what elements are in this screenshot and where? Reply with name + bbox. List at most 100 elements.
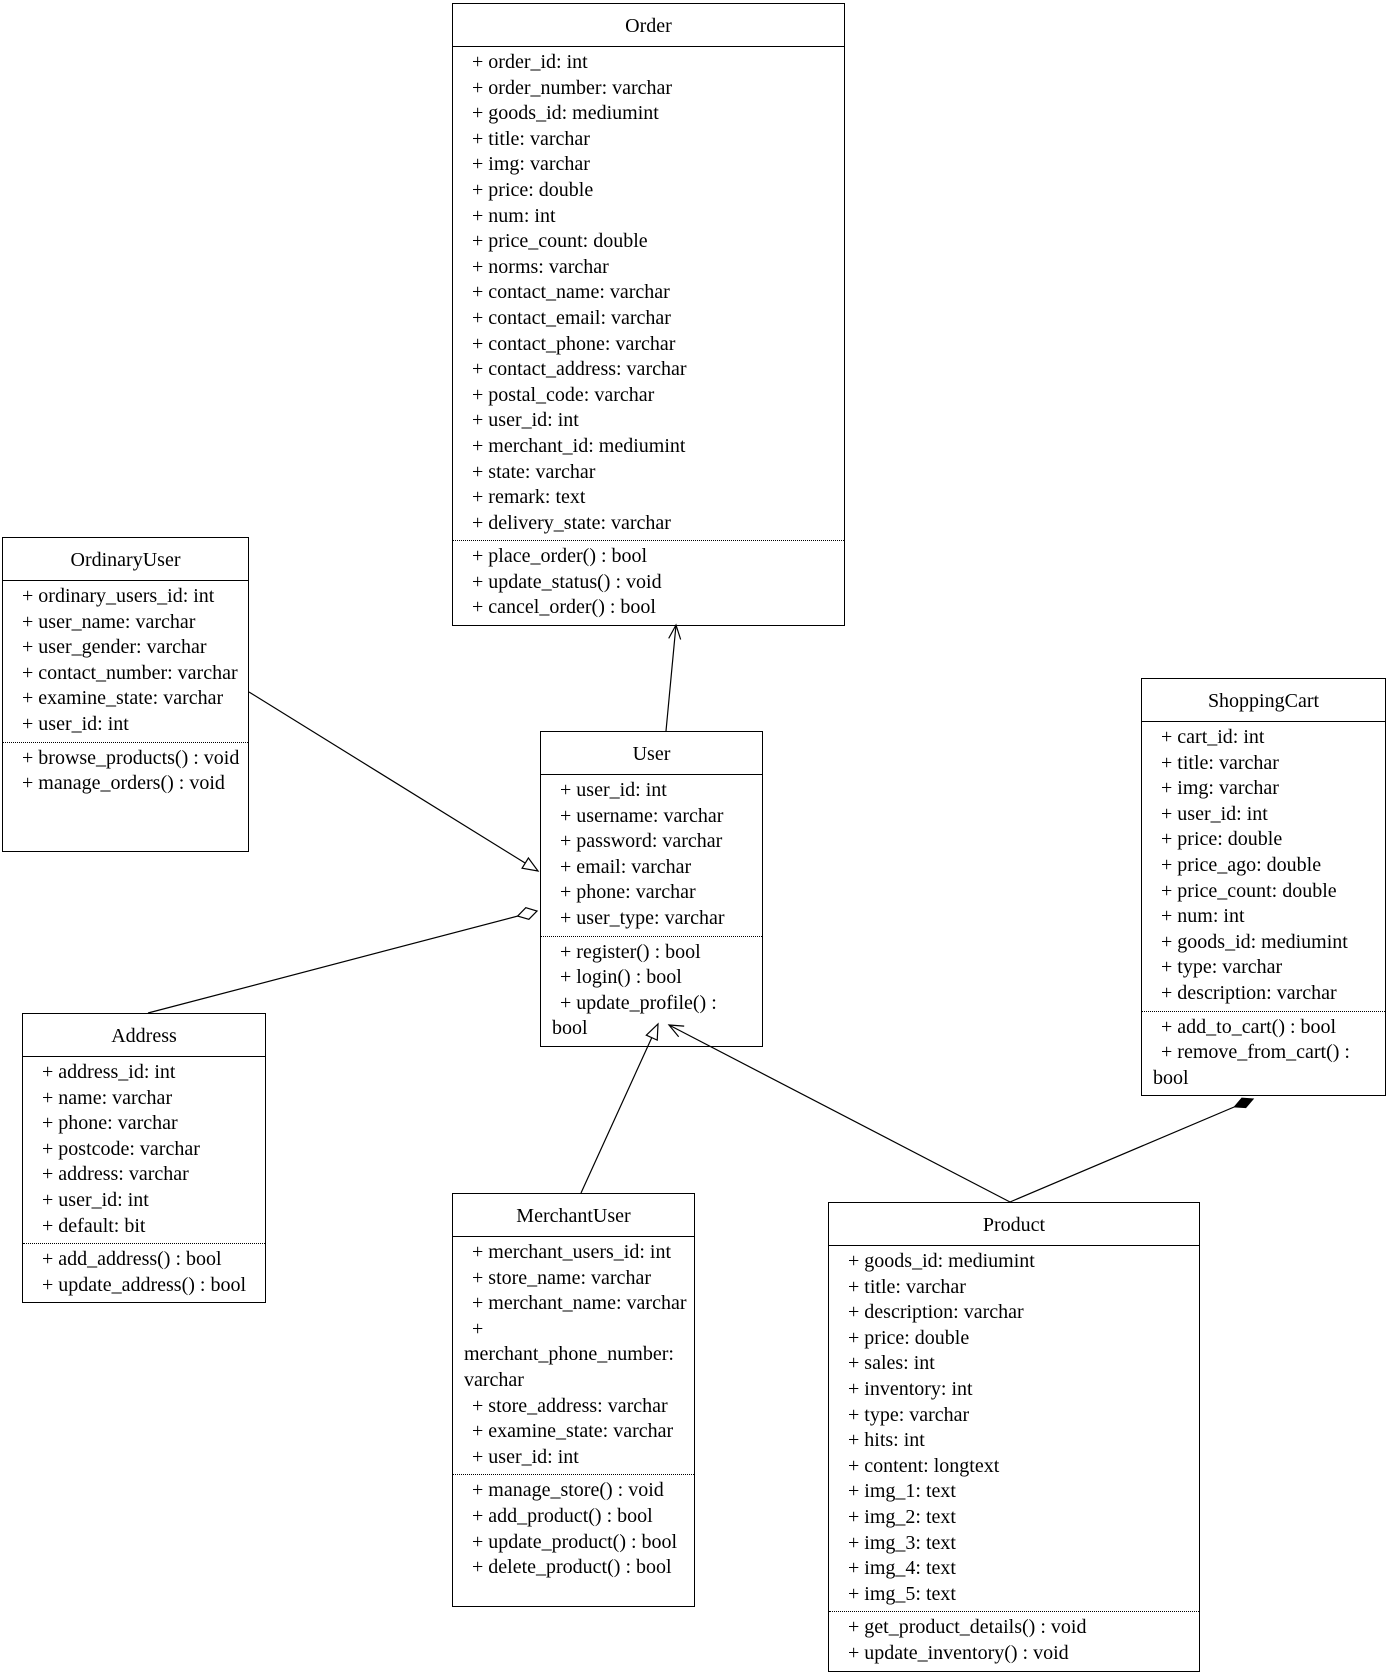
class-box-shopping-cart: ShoppingCart + cart_id: int+ title: varc… — [1141, 678, 1386, 1097]
class-title-shopping-cart: ShoppingCart — [1142, 679, 1385, 722]
class-attributes-order: + order_id: int + order_number: varchar + … — [453, 47, 844, 540]
class-member: + postcode: varchar — [42, 1137, 200, 1160]
class-member: + contact_address: varchar — [472, 358, 687, 381]
class-member: + img: varchar — [1161, 777, 1279, 800]
class-member: + address_id: int — [42, 1061, 176, 1083]
edge-product-to-shoppingcart-composition — [1009, 1097, 1255, 1203]
class-member: + num: int — [472, 204, 556, 227]
class-member: + user_id: int — [472, 1445, 579, 1468]
class-box-product: Product + goods_id: mediumint + title: va… — [828, 1202, 1200, 1672]
class-member: + merchant_name: varchar — [472, 1292, 687, 1315]
class-member: + phone: varchar — [42, 1112, 178, 1135]
class-member: + remark: text — [472, 486, 586, 509]
edge-user-to-order-association — [665, 623, 682, 732]
class-methods-address: + add_address() : bool+ update_address()… — [23, 1243, 265, 1302]
class-member: + num: int — [1161, 905, 1245, 928]
class-methods-ordinary-user: + browse_products() : void+ manage_order… — [3, 741, 248, 801]
class-member: + type: varchar — [848, 1403, 970, 1426]
class-member: + content: longtext — [848, 1454, 1000, 1477]
class-member: + order_number: varchar — [472, 76, 673, 99]
class-methods-product: + get_product_details() : void+ update_i… — [829, 1611, 1199, 1670]
class-member: + img: varchar — [472, 153, 590, 176]
class-member: + inventory: int — [848, 1377, 973, 1400]
class-member: + contact_name: varchar — [472, 281, 670, 304]
class-member: + contact_email: varchar — [472, 306, 671, 329]
class-member: + user_type: varchar — [560, 906, 725, 929]
class-member: + img_1: text — [848, 1480, 956, 1503]
class-member: + price_ago: double — [1161, 853, 1322, 876]
class-member: + title: varchar — [472, 127, 590, 150]
class-member: + contact_phone: varchar — [472, 332, 676, 355]
class-member: + user_name: varchar — [22, 610, 196, 633]
class-methods-merchant-user: + manage_store() : void+ add_product() :… — [453, 1474, 694, 1584]
class-title-product: Product — [829, 1203, 1199, 1246]
class-member: + examine_state: varchar — [472, 1420, 674, 1443]
class-member: + remove_from_cart() : bool — [1153, 1041, 1350, 1089]
class-methods-shopping-cart: + add_to_cart() : bool+ remove_from_cart… — [1142, 1010, 1385, 1096]
class-member: + delivery_state: varchar — [472, 511, 671, 534]
class-member: + price_count: double — [1161, 879, 1337, 902]
class-member: + order_id: int — [472, 51, 588, 73]
class-member: + examine_state: varchar — [22, 687, 224, 710]
class-member: + postal_code: varchar — [472, 383, 655, 406]
class-member: + price_count: double — [472, 230, 648, 253]
class-title-merchant-user: MerchantUser — [453, 1194, 694, 1237]
class-member: + user_gender: varchar — [22, 636, 207, 659]
class-member: + description: varchar — [1161, 981, 1337, 1004]
class-member: + img_2: text — [848, 1505, 956, 1528]
class-member: + add_address() : bool — [42, 1248, 222, 1271]
class-attributes-shopping-cart: + cart_id: int+ title: varchar+ img: var… — [1142, 722, 1385, 1011]
class-methods-user: + register() : bool + login() : bool+ upd… — [541, 935, 762, 1046]
class-member: + norms: varchar — [472, 255, 609, 278]
class-member: + login() : bool — [560, 966, 682, 989]
class-member: + get_product_details() : void — [848, 1616, 1087, 1639]
class-member: + place_order() : bool — [472, 545, 648, 568]
class-member: + user_id: int — [560, 779, 667, 801]
class-member: + update_profile() : bool — [552, 991, 717, 1040]
class-member: + img_4: text — [848, 1557, 956, 1580]
class-member: + merchant_users_id: int — [472, 1241, 672, 1263]
class-member: + phone: varchar — [560, 881, 696, 904]
class-member: + username: varchar — [560, 804, 724, 827]
class-member: + img_5: text — [848, 1582, 956, 1605]
class-member: + update_inventory() : void — [848, 1641, 1069, 1664]
class-member: + default: bit — [42, 1214, 146, 1237]
class-member: + goods_id: mediumint — [472, 102, 659, 125]
class-member: + user_id: int — [42, 1188, 149, 1211]
class-member: + contact_number: varchar — [22, 661, 238, 684]
class-attributes-address: + address_id: int + name: varchar + phone:… — [23, 1057, 265, 1243]
class-member: + goods_id: mediumint — [848, 1250, 1035, 1272]
class-member: + type: varchar — [1161, 956, 1283, 979]
class-member: + price: double — [848, 1326, 970, 1349]
class-attributes-product: + goods_id: mediumint+ title: varchar+ d… — [829, 1246, 1199, 1611]
class-member: + state: varchar — [472, 460, 596, 483]
class-box-address: Address + address_id: int+ name: varchar… — [22, 1013, 266, 1304]
class-title-order: Order — [453, 4, 844, 47]
class-member: + update_address() : bool — [42, 1273, 247, 1296]
class-member: + password: varchar — [560, 830, 723, 853]
class-member: + email: varchar — [560, 855, 692, 878]
class-member: + user_id: int — [1161, 802, 1268, 825]
class-member: + user_id: int — [472, 409, 579, 432]
class-member: + hits: int — [848, 1429, 925, 1452]
class-member: + address: varchar — [42, 1163, 189, 1186]
class-member: + cart_id: int — [1161, 726, 1265, 748]
class-member: + register() : bool — [560, 940, 701, 963]
class-member: + user_id: int — [22, 712, 129, 735]
class-member: + browse_products() : void — [22, 746, 240, 769]
class-member: + update_product() : bool — [472, 1530, 678, 1553]
class-member: + merchant_phone_number: varchar — [464, 1317, 674, 1391]
class-member: + cancel_order() : bool — [472, 596, 656, 619]
class-member: + add_product() : bool — [472, 1504, 653, 1527]
class-member: + title: varchar — [848, 1275, 966, 1298]
class-attributes-ordinary-user: + ordinary_users_id: int+ user_name: var… — [3, 581, 248, 742]
class-member: + merchant_id: mediumint — [472, 434, 686, 457]
class-member: + sales: int — [848, 1352, 935, 1375]
class-member: + update_status() : void — [472, 570, 662, 593]
class-member: + store_name: varchar — [472, 1266, 651, 1289]
edge-merchantuser-to-user-generalization — [580, 1022, 659, 1194]
class-member: + name: varchar — [42, 1086, 173, 1109]
class-member: + price: double — [1161, 828, 1283, 851]
class-attributes-user: + user_id: int + username: varchar + passw… — [541, 775, 762, 936]
edge-product-to-user-association — [667, 1024, 1011, 1203]
